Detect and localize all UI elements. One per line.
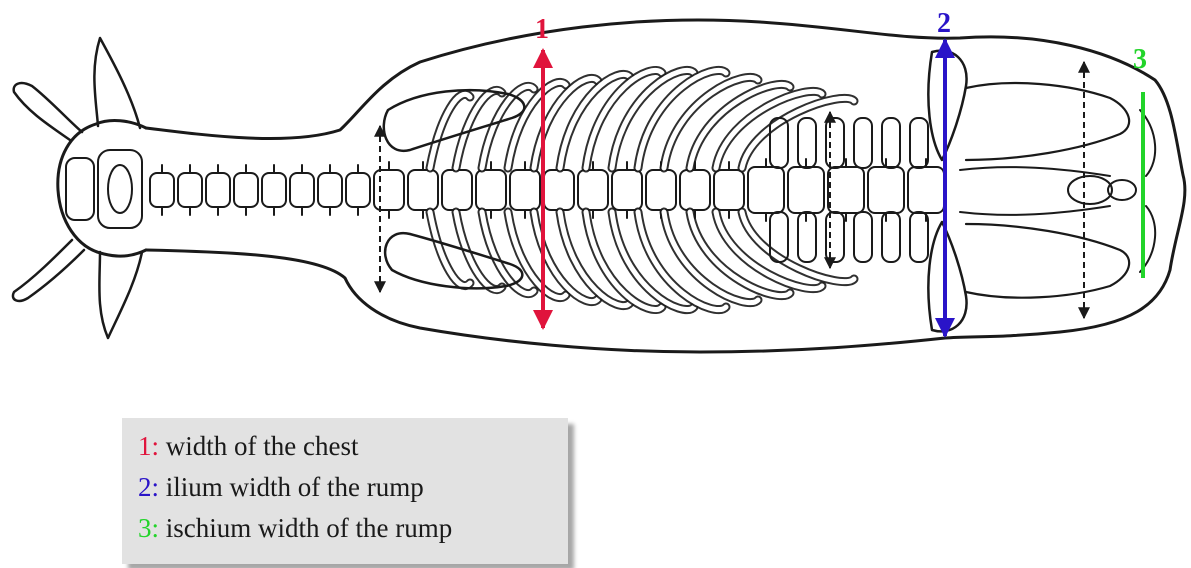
vertebra	[442, 170, 472, 210]
legend-number: 3	[138, 513, 152, 543]
vertebra	[150, 173, 174, 207]
legend-item-chest: 1: width of the chest	[138, 426, 568, 467]
skull-bones	[66, 150, 142, 228]
vertebra	[290, 173, 314, 207]
legend-separator: :	[152, 513, 160, 543]
legend-box: 1: width of the chest 2: ilium width of …	[122, 418, 568, 564]
vertebra	[788, 167, 824, 213]
legend-number: 2	[138, 472, 152, 502]
legend-item-ilium: 2: ilium width of the rump	[138, 467, 568, 508]
vertebra	[206, 173, 230, 207]
legend-separator: :	[152, 472, 160, 502]
vertebra	[908, 167, 944, 213]
legend-text: width of the chest	[159, 431, 358, 461]
vertebra	[578, 170, 608, 210]
vertebral-column	[150, 159, 944, 221]
legend-number: 1	[138, 431, 152, 461]
ear-right	[99, 252, 142, 338]
vertebra	[476, 170, 506, 210]
vertebra	[510, 170, 540, 210]
horn-left	[14, 83, 82, 140]
transverse-process	[854, 118, 872, 168]
pelvis	[928, 51, 1155, 332]
vertebra	[748, 167, 784, 213]
transverse-process	[826, 212, 844, 262]
vertebra	[374, 170, 404, 210]
vertebra	[868, 167, 904, 213]
legend-separator: :	[152, 431, 160, 461]
legend-text: ischium width of the rump	[159, 513, 452, 543]
vertebra	[178, 173, 202, 207]
marker-2-label: 2	[937, 8, 951, 39]
vertebra	[714, 170, 744, 210]
horn-right	[13, 240, 84, 301]
ear-left	[94, 38, 140, 128]
transverse-process	[854, 212, 872, 262]
vertebra	[234, 173, 258, 207]
legend-text: ilium width of the rump	[159, 472, 424, 502]
vertebra	[262, 173, 286, 207]
vertebra	[680, 170, 710, 210]
transverse-process	[882, 118, 900, 168]
vertebra	[346, 173, 370, 207]
marker-3-label: 3	[1133, 44, 1147, 75]
vertebra	[318, 173, 342, 207]
vertebra	[408, 170, 438, 210]
vertebra	[646, 170, 676, 210]
marker-1-label: 1	[535, 14, 549, 45]
transverse-process	[826, 118, 844, 168]
vertebra	[828, 167, 864, 213]
legend-item-ischium: 3: ischium width of the rump	[138, 508, 568, 549]
vertebra	[544, 170, 574, 210]
transverse-process	[882, 212, 900, 262]
vertebra	[612, 170, 642, 210]
